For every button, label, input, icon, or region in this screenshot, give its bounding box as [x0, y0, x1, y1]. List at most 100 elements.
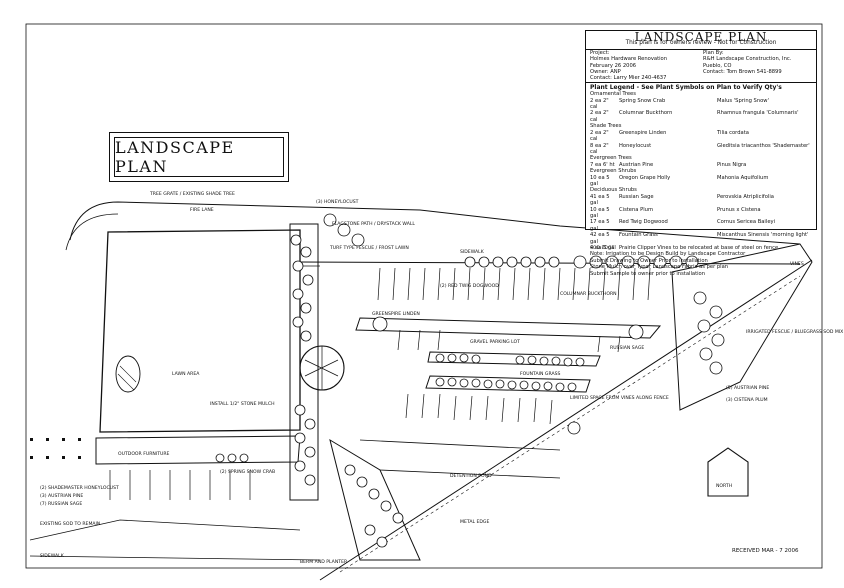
lawn-feature	[115, 355, 141, 393]
north-arrow	[707, 447, 749, 497]
label-austrian-pine: (5) AUSTRIAN PINE	[726, 386, 770, 391]
legend-qty: 10 ea 5 gal	[590, 174, 610, 187]
title-block-subtitle: This plan is for owners review - Not for…	[586, 40, 816, 50]
legend-row: 2 ea 2" cal Spring Snow Crab Malus 'Spring…	[590, 98, 812, 111]
legend-botanical: Mahonia Aquifolium	[717, 174, 769, 181]
legend-group-label: Deciduous Shrubs	[590, 187, 637, 194]
label-austrian-pine-left: (3) AUSTRIAN PINE	[40, 494, 84, 499]
legend-name: Russian Sage	[619, 193, 654, 200]
legend-name: Cistena Plum	[619, 206, 654, 213]
legend-botanical: Miscanthus Sinensis 'morning light'	[717, 232, 809, 239]
label-columnar-buckthorn: COLUMNAR BUCKTHORN	[560, 292, 617, 297]
label-metal-edge: METAL EDGE	[460, 520, 490, 525]
legend-qty: 2 ea 2" cal	[590, 110, 609, 123]
legend-note: Stone Mulch over Typar Landscape Fabric …	[590, 264, 729, 271]
title-block: LANDSCAPE PLAN This plan is for owners r…	[585, 30, 817, 277]
legend-name: Fountain Grass	[619, 232, 658, 239]
island-low	[425, 375, 591, 393]
label-flagstone-path: FLAGSTONE PATH / DRYSTACK WALL	[332, 222, 415, 227]
legend-name: Austrian Pine	[619, 161, 654, 168]
sheet-border	[25, 23, 823, 569]
project-info: Project: Holmes Hardware Renovation Febr…	[586, 50, 816, 82]
legend-qty: 7 ea 6' ht	[590, 161, 615, 168]
legend-name: Greenspire Linden	[619, 129, 667, 136]
legend-qty: 4 ea 5 gal	[590, 245, 616, 251]
sheet-title-box: LANDSCAPE PLAN	[109, 132, 289, 182]
legend-row: 7 ea 6' ht Austrian Pine Pinus Nigra	[590, 162, 812, 168]
legend-qty: 17 ea 5 gal	[590, 219, 610, 232]
project-line: February 26 2006	[590, 62, 637, 69]
received-stamp: RECEIVED MAR - 7 2006	[732, 548, 799, 554]
legend-group-label: Evergreen Shrubs	[590, 168, 637, 175]
legend-note: Note: Irrigation to be Design Build by L…	[590, 251, 746, 258]
project-line: Owner: ANP	[590, 69, 621, 76]
legend-name: Red Twig Dogwood	[619, 219, 668, 226]
legend-group-label: Ornamental Trees	[590, 91, 636, 98]
legend-qty: 2 ea 2" cal	[590, 129, 609, 143]
shrub-symbols	[215, 213, 725, 548]
label-fescue-lawn: TURF TYPE FESCUE / FROST LAWN	[330, 246, 409, 251]
title-block-heading: LANDSCAPE PLAN	[634, 30, 768, 44]
legend-botanical: Tilia cordata	[717, 129, 749, 136]
label-existing-sod: EXISTING SOD TO REMAIN	[40, 522, 101, 527]
legend-qty: 42 ea 5 gal	[590, 232, 610, 245]
label-greenspire-linden: GREENSPIRE LINDEN	[372, 312, 420, 317]
legend-row: 2 ea 2" cal Greenspire Linden Tilia cordat…	[590, 130, 812, 143]
building-outline	[99, 229, 301, 433]
project-line: Holmes Hardware Renovation	[590, 56, 668, 63]
bollard-dots	[30, 438, 81, 459]
label-irrigated-fescue: IRRIGATED FESCUE / BLUEGRASS SOD MIX	[746, 330, 844, 335]
legend-note: Submit Drawing to Owner Prior to install…	[590, 257, 708, 264]
label-gravel-parking: GRAVEL PARKING LOT	[470, 340, 520, 345]
legend-row: 42 ea 5 gal Fountain Grass Miscanthus Sine…	[590, 232, 812, 245]
plan-by-label: Plan By:	[703, 49, 724, 56]
label-north: NORTH	[716, 484, 733, 489]
label-outdoor-furniture: OUTDOOR FURNITURE	[118, 452, 170, 457]
label-sod-edge: SOD EDGE	[590, 246, 615, 251]
label-russian-sage-left: (7) RUSSIAN SAGE	[40, 502, 83, 507]
plant-legend: Plant Legend - See Plant Symbols on Plan…	[586, 81, 816, 277]
legend-row: 17 ea 5 gal Red Twig Dogwood Cornus Serice…	[590, 219, 812, 232]
legend-botanical: Prunus x Cistena	[717, 206, 761, 213]
label-red-twig-dogwood: (2) RED TWIG DOGWOOD	[440, 284, 499, 289]
south-planter	[329, 438, 421, 561]
label-vines: VINES	[790, 262, 804, 267]
legend-row: 10 ea 5 gal Oregon Grape Holly Mahonia Aqu…	[590, 175, 812, 188]
label-shademaster-honeylocust: (2) SHADEMASTER HONEYLOCUST	[40, 486, 119, 491]
label-sidewalk-bottom: SIDEWALK	[40, 554, 64, 559]
island-top	[355, 317, 662, 339]
walkway-outline	[95, 435, 301, 465]
label-stone-mulch: INSTALL 1/2" STONE MULCH	[210, 402, 275, 407]
legend-qty: 2 ea 2" cal	[590, 97, 609, 111]
island-mid	[427, 351, 601, 367]
legend-name: Oregon Grape Holly	[619, 174, 671, 181]
label-fountain-grass: FOUNTAIN GRASS	[520, 372, 561, 377]
label-detention-pond: DETENTION POND	[450, 474, 492, 479]
label-tree-grate: TREE GRATE / EXISTING SHADE TREE	[150, 192, 235, 197]
legend-name: Honeylocust	[619, 142, 652, 149]
legend-name: Prairie Clipper Vines to be relocated at…	[619, 245, 779, 251]
legend-botanical: Gleditsia triacanthos 'Shademaster'	[717, 142, 810, 149]
diagonal-property-line	[319, 259, 813, 581]
legend-botanical: Perovskia Atriplicifolia	[717, 193, 774, 200]
label-limited-space: LIMITED SPACE FROM VINES ALONG FENCE	[570, 396, 669, 401]
legend-qty: 8 ea 2" cal	[590, 142, 609, 155]
label-spring-snow-crab: (2) SPRING SNOW CRAB	[220, 470, 276, 475]
legend-botanical: Cornus Sericea Baileyi	[717, 219, 776, 226]
legend-botanical: Malus 'Spring Snow'	[717, 97, 769, 104]
project-line: Contact: Larry Mier 240-4637	[590, 75, 667, 82]
sheet-title: LANDSCAPE PLAN	[115, 138, 235, 176]
legend-botanical: Pinus Nigra	[717, 161, 747, 168]
legend-title: Plant Legend - See Plant Symbols on Plan…	[590, 83, 782, 91]
legend-qty: 10 ea 5 gal	[590, 206, 610, 219]
plan-by-line: Contact: Tom Brown 541-8899	[703, 69, 782, 76]
label-fire-lane: FIRE LANE	[190, 208, 214, 213]
legend-name: Spring Snow Crab	[619, 97, 666, 104]
street-edge	[69, 201, 801, 245]
legend-row: 10 ea 5 gal Cistena Plum Prunus x Cistena	[590, 207, 812, 220]
